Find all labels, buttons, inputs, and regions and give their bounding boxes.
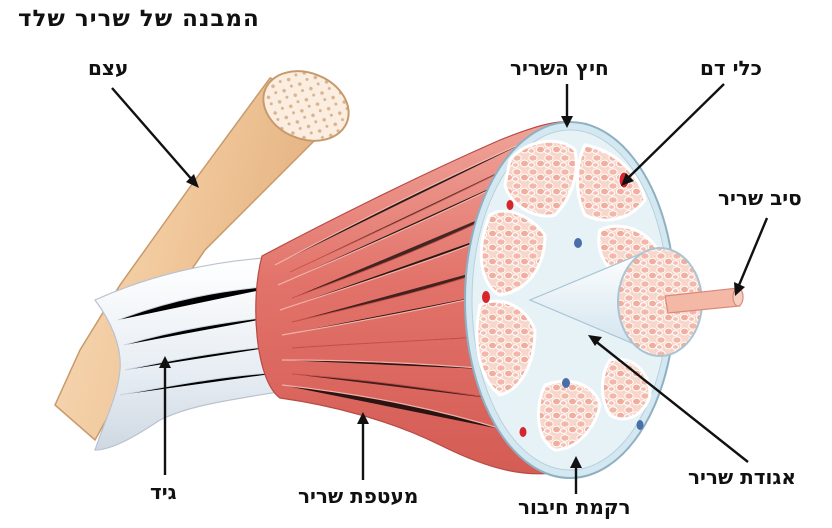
blood-vessel-label: כלי דם — [700, 56, 762, 80]
epimysium-label: מעטפת שריר — [298, 484, 418, 508]
muscle-fiber-pointer — [734, 218, 767, 296]
bone-label: עצם — [88, 56, 128, 80]
bone-pointer — [112, 88, 199, 188]
fascicle-label: אגודת שריר — [688, 465, 796, 489]
perimysium-label: חיץ השריר — [510, 56, 609, 80]
connective-tissue-label: רקמת חיבור — [518, 495, 631, 519]
diagram-title: המבנה של שריר שלד — [18, 6, 260, 32]
tendon-label: גיד — [150, 480, 177, 504]
epimysium-pointer — [357, 412, 369, 480]
blood-vessel-pointer — [621, 84, 724, 186]
muscle-fiber-label: סיב שריר — [718, 186, 802, 210]
